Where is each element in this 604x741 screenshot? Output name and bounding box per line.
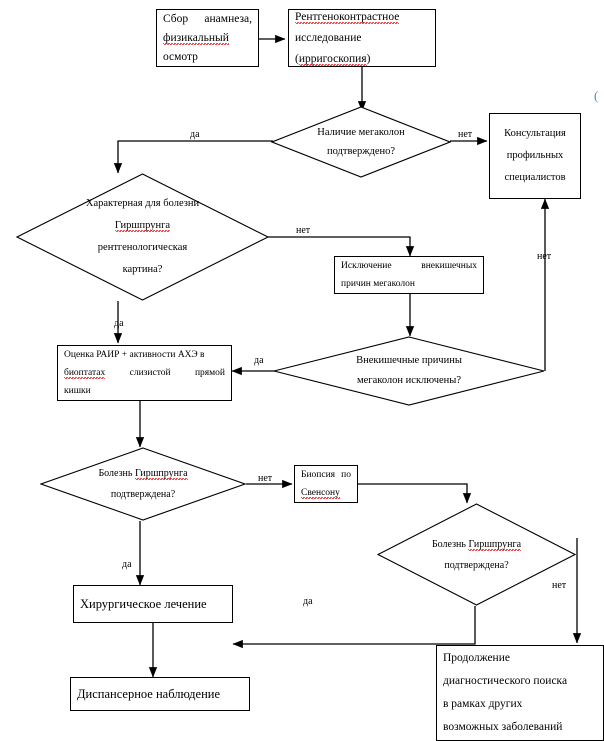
node-hirschsprung-question-1-line-0: Болезнь Гиршпрунга: [98, 468, 188, 480]
node-extra-excluded-question-line-0: Внекишечные причины: [356, 355, 462, 366]
node-hirschsprung-question-2: Болезнь Гиршпрунга подтверждена?: [377, 503, 576, 606]
node-anamnesis-line-2: осмотр: [163, 50, 198, 63]
node-hirschsprung-question-1-line-1: подтверждена?: [110, 489, 176, 500]
node-anamnesis: Сбор анамнеза, физикальный осмотр: [156, 9, 259, 67]
node-extra-excluded-question-line-1: мегаколон исключены?: [356, 375, 462, 386]
node-xray-line-1: исследование (ирригоскопия): [295, 31, 371, 66]
node-surgery: Хирургическое лечение: [73, 585, 233, 623]
node-megacolon-question-line-1: подтверждено?: [326, 146, 396, 157]
node-megacolon-question-line-0: Наличие мегаколон: [317, 127, 405, 138]
node-anamnesis-line-0: Сбор анамнеза,: [163, 12, 252, 25]
node-exclude-extraintestinal: Исключение внекишечных причин мегаколон: [334, 256, 484, 294]
node-rair: Оценка РАИР + активности АХЭ в биоптатах…: [57, 345, 232, 401]
node-megacolon-question: Наличие мегаколон подтверждено?: [271, 106, 451, 178]
node-rair-line-2: кишки: [64, 386, 91, 396]
node-extra-excluded-question: Внекишечные причины мегаколон исключены?: [273, 336, 545, 406]
node-hirschsprung-question-2-line-0: Болезнь Гиршпрунга: [431, 538, 522, 551]
node-biopsy-line-1: Свенсону: [301, 488, 340, 499]
node-hirschsprung-question-1: Болезнь Гиршпрунга подтверждена?: [40, 447, 246, 521]
node-xray: Рентгеноконтрастное исследование (ирриго…: [288, 9, 436, 67]
node-continue-search: Продолжение диагностического поиска в ра…: [436, 645, 604, 741]
node-continue-search-line-3: возможных заболеваний: [443, 721, 563, 733]
node-surgery-label: Хирургическое лечение: [80, 596, 207, 611]
node-exclude-extraintestinal-line-1: причин мегаколон: [341, 279, 415, 289]
edge-biopsy-to-hirschsprung-q2: [357, 483, 472, 504]
edge-label-hirschsprung-q2-no: нет: [552, 580, 567, 591]
edge-label-hirschsprung-q2-yes: да: [303, 596, 313, 607]
node-rair-line-1: биоптатах слизистой прямой: [64, 368, 225, 379]
node-biopsy: Биопсия по Свенсону: [294, 465, 358, 503]
edge-label-extra-excluded-yes: да: [254, 355, 264, 366]
node-consult: Консультация профильных специалистов: [489, 113, 581, 199]
edge-label-hirschsprung-xray-yes: да: [114, 318, 124, 329]
edge-hirschsprung-xray-no-to-exclude: [268, 236, 415, 257]
node-rair-line-0: Оценка РАИР + активности АХЭ в: [64, 350, 205, 360]
edge-label-megacolon-no: нет: [458, 129, 473, 140]
node-biopsy-line-0: Биопсия по: [301, 470, 351, 480]
node-continue-search-line-2: в рамках других: [443, 698, 523, 710]
node-consult-line-2: специалистов: [504, 172, 566, 183]
node-hirschsprung-xray-question-line-2: рентгенологическая: [97, 242, 188, 253]
edge-label-extra-excluded-no: нет: [537, 251, 552, 262]
node-consult-line-0: Консультация: [504, 128, 566, 139]
edge-label-megacolon-yes: да: [190, 129, 200, 140]
edge-hirschsprung-q2-yes-to-surgery: [232, 606, 476, 649]
node-continue-search-line-1: диагностического поиска: [443, 675, 568, 687]
node-hirschsprung-xray-question-line-0: Характерная для болезни: [85, 198, 200, 209]
node-exclude-extraintestinal-line-0: Исключение внекишечных: [341, 261, 477, 271]
node-followup-label: Диспансерное наблюдение: [77, 686, 221, 701]
node-consult-line-1: профильных: [506, 150, 564, 161]
node-hirschsprung-question-2-line-1: подтверждена?: [444, 559, 509, 571]
node-hirschsprung-xray-question: Характерная для болезни Гиршпрунга рентг…: [16, 173, 269, 301]
node-hirschsprung-xray-question-line-1: Гиршпрунга: [114, 220, 171, 232]
node-anamnesis-line-1: физикальный: [163, 31, 229, 45]
node-hirschsprung-xray-question-line-3: картина?: [122, 264, 163, 275]
stray-mark: (: [594, 88, 599, 103]
node-followup: Диспансерное наблюдение: [70, 677, 250, 711]
edge-megacolon-yes-to-hirschsprung-xray: [113, 140, 273, 174]
edge-label-hirschsprung-xray-no: нет: [296, 225, 311, 236]
edge-label-hirschsprung-q1-no: нет: [258, 473, 273, 484]
node-xray-line-0: Рентгеноконтрастное: [295, 10, 400, 24]
node-continue-search-line-0: Продолжение: [443, 652, 510, 664]
edge-label-hirschsprung-q1-yes: да: [122, 559, 132, 570]
